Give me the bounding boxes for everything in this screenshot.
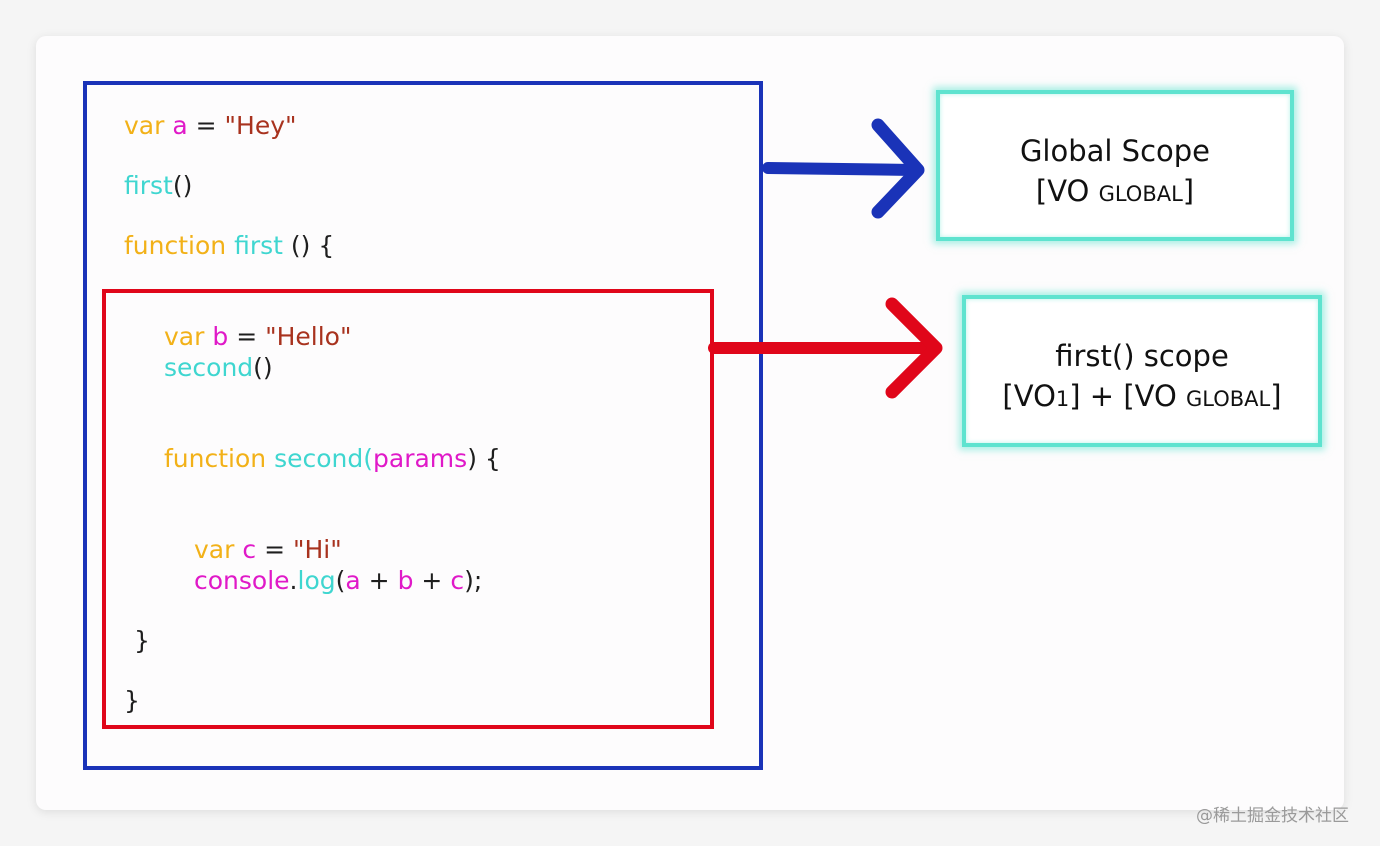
code-line-var-c: var c = "Hi"	[194, 535, 342, 565]
object-console: console	[194, 566, 290, 595]
function-name-first: first	[124, 171, 173, 200]
plus: +	[421, 566, 443, 595]
first-function-box	[102, 289, 714, 729]
plus: +	[368, 566, 390, 595]
variable-a: a	[172, 111, 188, 140]
watermark: @稀土掘金技术社区	[1196, 806, 1349, 826]
param-params: params	[373, 444, 468, 473]
open-paren: (	[335, 566, 346, 595]
code-line-var-a: var a = "Hey"	[124, 111, 297, 141]
blue-arrow	[762, 118, 925, 219]
parens: ()	[253, 353, 273, 382]
code-line-console-log: console.log(a + b + c);	[194, 566, 482, 596]
variable-b: b	[212, 322, 229, 351]
close-paren-brace: ) {	[467, 444, 501, 473]
string-hey: "Hey"	[224, 111, 297, 140]
code-close-brace-outer: }	[124, 686, 140, 716]
operator-equals: =	[264, 535, 286, 564]
first-scope-box: first() scope [VO1] + [VO GLOBAL]	[962, 295, 1322, 447]
red-arrow	[708, 297, 943, 399]
keyword-var: var	[194, 535, 235, 564]
code-line-var-b: var b = "Hello"	[164, 322, 351, 352]
code-line-function-second: function second(params) {	[164, 444, 501, 474]
open-paren: (	[363, 444, 374, 473]
global-code-box	[83, 81, 763, 770]
code-line-call-first: first()	[124, 171, 192, 201]
keyword-var: var	[124, 111, 165, 140]
dot: .	[289, 566, 298, 595]
global-scope-title: Global Scope	[1019, 134, 1211, 168]
code-close-brace-inner: }	[134, 626, 150, 656]
brace: }	[124, 686, 140, 715]
first-scope-title: first() scope	[1055, 339, 1229, 373]
string-hello: "Hello"	[265, 322, 352, 351]
function-name-first: first	[234, 231, 283, 260]
method-log: log	[297, 566, 336, 595]
keyword-function: function	[164, 444, 267, 473]
global-scope-vo: [VO GLOBAL]	[1035, 174, 1195, 208]
arg-b: b	[397, 566, 414, 595]
keyword-var: var	[164, 322, 205, 351]
parens-brace: () {	[290, 231, 335, 260]
function-name-second: second	[164, 353, 254, 382]
parens: ()	[172, 171, 193, 200]
first-scope-vo: [VO1] + [VO GLOBAL]	[1002, 379, 1282, 413]
code-line-function-first: function first () {	[124, 231, 334, 261]
brace: }	[134, 626, 150, 655]
code-line-call-second: second()	[164, 353, 273, 383]
variable-c: c	[242, 535, 257, 564]
global-scope-box: Global Scope [VO GLOBAL]	[936, 90, 1294, 241]
keyword-function: function	[124, 231, 227, 260]
operator-equals: =	[236, 322, 258, 351]
close-paren-semicolon: );	[464, 566, 483, 595]
function-name-second: second	[274, 444, 364, 473]
arg-c: c	[450, 566, 465, 595]
operator-equals: =	[195, 111, 217, 140]
arg-a: a	[345, 566, 361, 595]
string-hi: "Hi"	[292, 535, 342, 564]
